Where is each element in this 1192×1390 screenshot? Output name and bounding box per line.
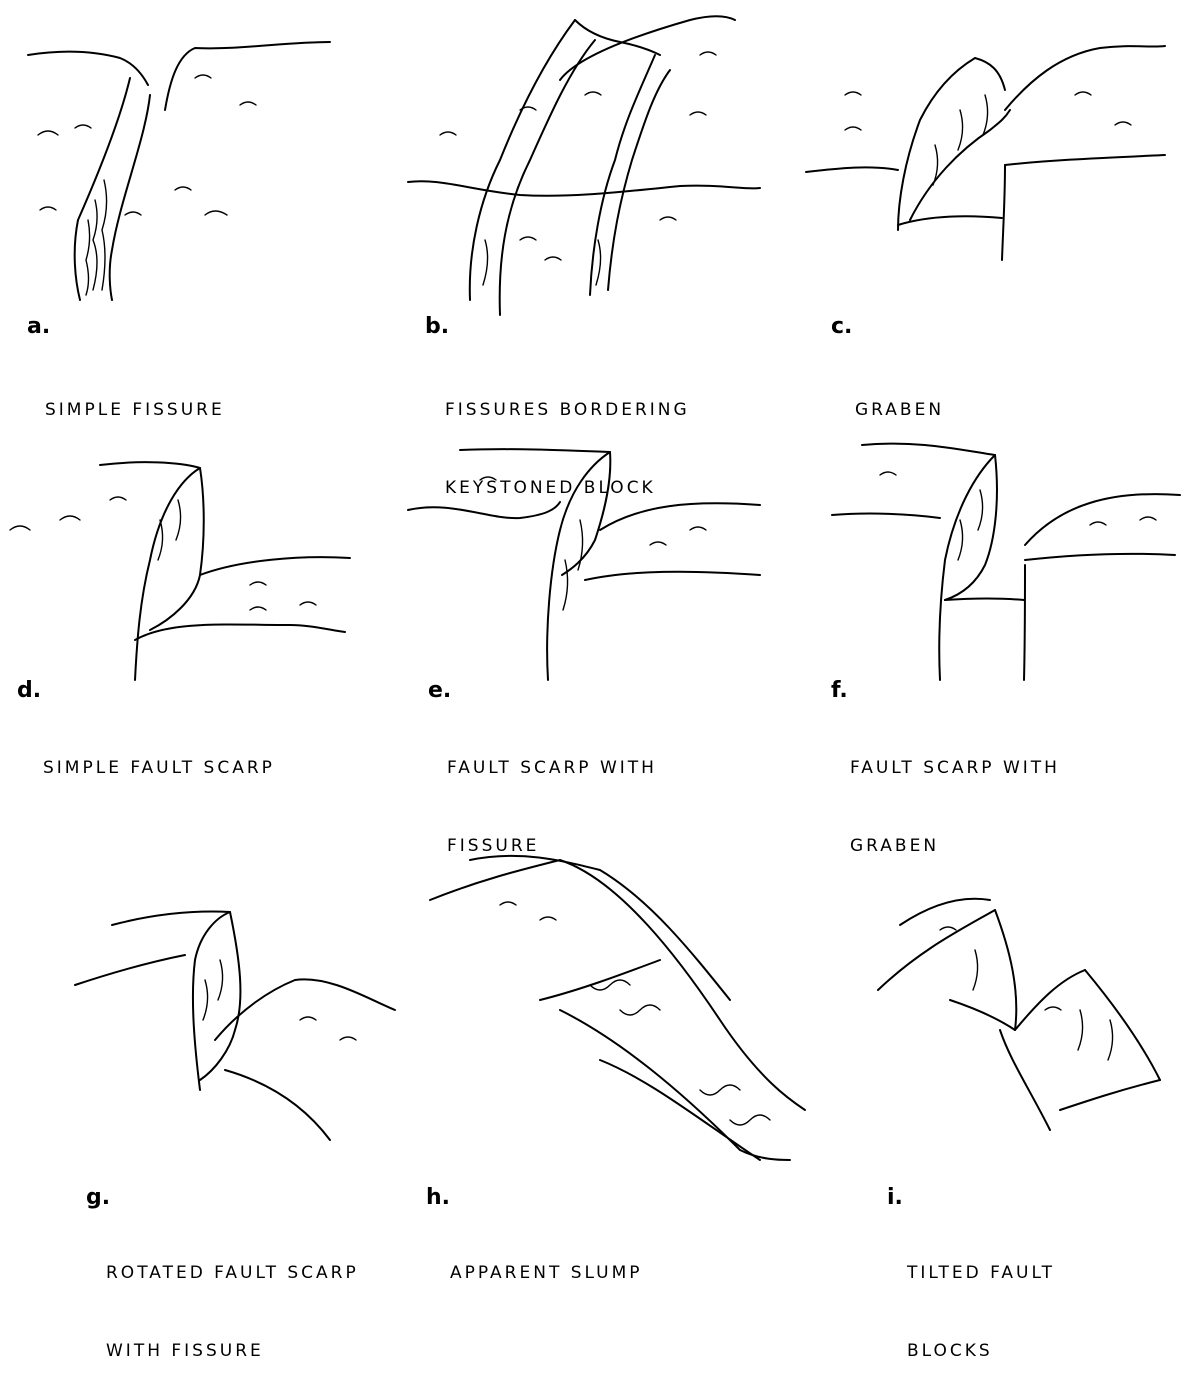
panel-i-letter: i. [887, 1187, 903, 1209]
sketch-graben [806, 46, 1165, 260]
caption-line: FAULT SCARP WITH [850, 755, 1060, 781]
sketch-simple-fissure [28, 42, 330, 300]
panel-e-letter: e. [428, 680, 451, 702]
panel-f-caption: FAULT SCARP WITH GRABEN [850, 703, 1060, 885]
caption-line: BLOCKS [907, 1338, 1055, 1364]
panel-b-caption: FISSURES BORDERING KEYSTONED BLOCK [445, 345, 690, 527]
panel-d-letter: d. [17, 680, 41, 702]
sketch-rotated-fault-scarp [75, 912, 395, 1140]
caption-line: FAULT SCARP WITH [447, 755, 657, 781]
caption-line: SIMPLE FAULT SCARP [43, 755, 275, 781]
sketch-tilted-fault-blocks [878, 899, 1160, 1130]
panel-c-caption: GRABEN [855, 345, 944, 449]
caption-line: GRABEN [855, 397, 944, 423]
panel-h-letter: h. [426, 1187, 450, 1209]
caption-line: FISSURES BORDERING [445, 397, 690, 423]
panel-e-caption: FAULT SCARP WITH FISSURE [447, 703, 657, 885]
caption-line: SIMPLE FISSURE [45, 397, 225, 423]
panel-a-caption: SIMPLE FISSURE [45, 345, 225, 449]
panel-c-letter: c. [831, 316, 852, 338]
caption-line: APPARENT SLUMP [450, 1260, 643, 1286]
sketch-simple-fault-scarp [10, 462, 350, 680]
caption-line: TILTED FAULT [907, 1260, 1055, 1286]
sketch-fault-scarp-graben [832, 444, 1180, 680]
caption-line: ROTATED FAULT SCARP [106, 1260, 359, 1286]
caption-line: KEYSTONED BLOCK [445, 475, 690, 501]
panel-i-caption: TILTED FAULT BLOCKS [907, 1208, 1055, 1390]
sketch-keystoned-block [408, 16, 760, 315]
panel-g-letter: g. [86, 1187, 110, 1209]
panel-f-letter: f. [831, 680, 848, 702]
fault-diagrams-figure [0, 0, 1192, 1256]
panel-b-letter: b. [425, 316, 449, 338]
panel-a-letter: a. [27, 316, 50, 338]
caption-line: FISSURE [447, 833, 657, 859]
panel-d-caption: SIMPLE FAULT SCARP [43, 703, 275, 807]
caption-line: WITH FISSURE [106, 1338, 359, 1364]
sketch-apparent-slump [430, 856, 805, 1160]
panel-h-caption: APPARENT SLUMP [450, 1208, 643, 1312]
panel-g-caption: ROTATED FAULT SCARP WITH FISSURE [106, 1208, 359, 1390]
caption-line: GRABEN [850, 833, 1060, 859]
